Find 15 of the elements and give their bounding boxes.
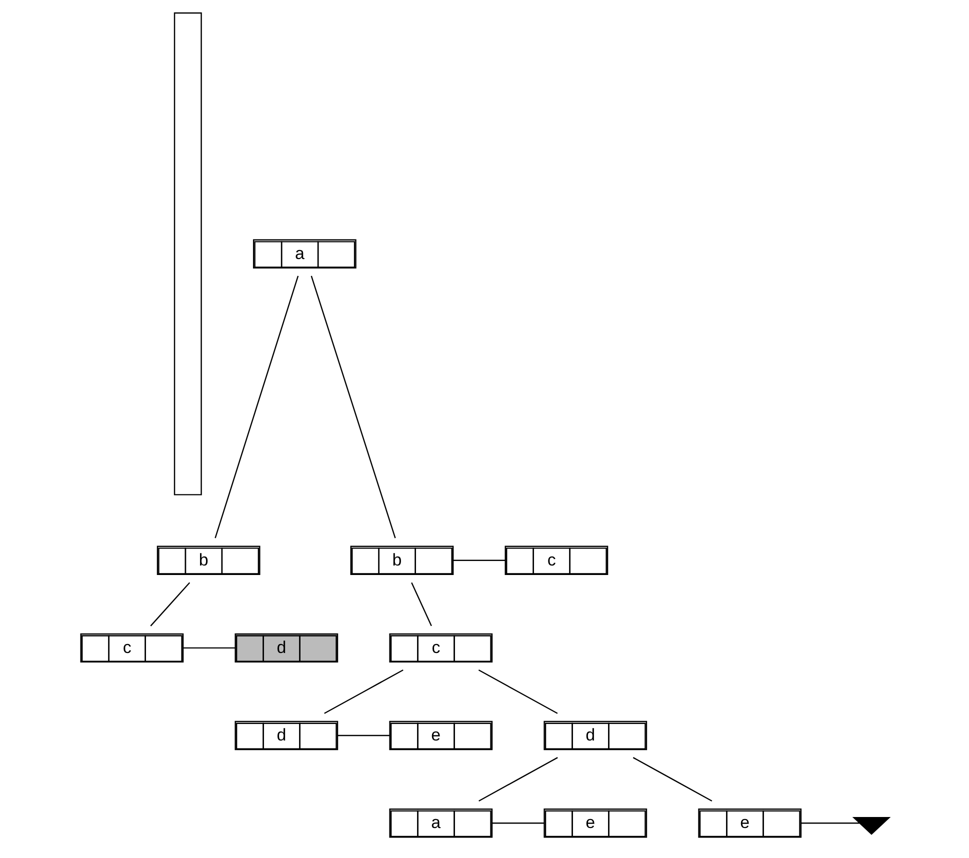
connector <box>182 647 235 649</box>
node-box <box>173 12 202 496</box>
node-ground <box>852 817 890 835</box>
connector <box>310 276 396 538</box>
connector <box>410 582 432 626</box>
connector <box>632 757 712 802</box>
connector <box>478 669 558 714</box>
connector <box>452 560 505 561</box>
connector <box>214 276 298 538</box>
connector <box>478 757 558 802</box>
connector <box>800 822 859 824</box>
connector <box>337 734 390 736</box>
connector <box>150 582 190 626</box>
connector <box>492 822 544 824</box>
connector <box>324 669 403 714</box>
